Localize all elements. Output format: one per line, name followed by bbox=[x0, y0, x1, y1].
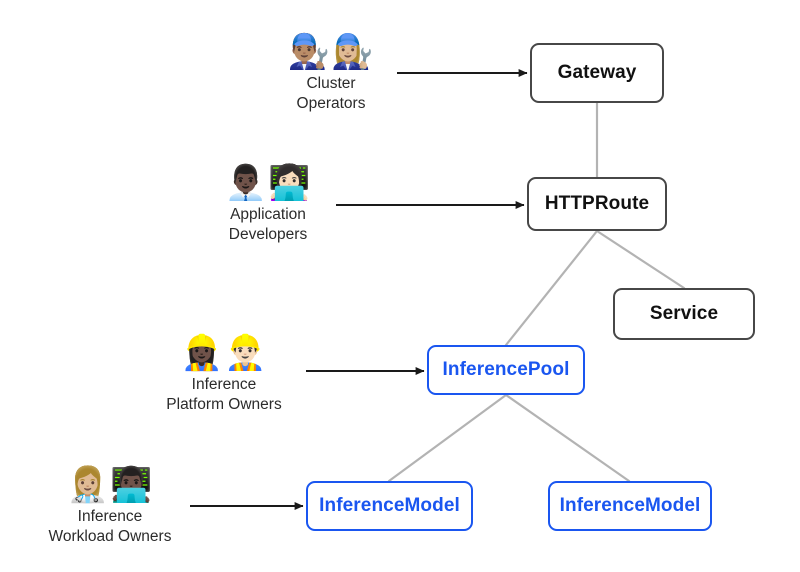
edge-httproute-inferencepool bbox=[504, 229, 599, 347]
node-label: Service bbox=[649, 302, 719, 324]
node-gateway[interactable]: Gateway bbox=[530, 43, 664, 103]
persona-cluster-operators: 👨🏽‍🔧👩🏼‍🔧Cluster Operators bbox=[271, 32, 391, 114]
persona-label: Application Developers bbox=[228, 206, 308, 243]
edge-httproute-service bbox=[595, 229, 686, 290]
node-inferencemodel-left[interactable]: InferenceModel bbox=[306, 481, 473, 531]
node-label: InferenceModel bbox=[559, 494, 701, 516]
man-mechanic-icon+woman-mechanic-icon: 👨🏽‍🔧👩🏼‍🔧 bbox=[287, 32, 375, 72]
persona-arrows bbox=[190, 69, 528, 510]
woman-construction-worker-icon+man-construction-worker-icon: 👷🏿‍♀️👷🏻‍♂️ bbox=[180, 333, 268, 373]
node-label: InferenceModel bbox=[319, 494, 460, 516]
persona-label: Inference Platform Owners bbox=[166, 376, 282, 413]
persona-inference-workload-owners: 👩🏼‍⚕️👨🏿‍💻Inference Workload Owners bbox=[34, 465, 186, 547]
persona-label: Inference Workload Owners bbox=[48, 508, 172, 545]
node-service[interactable]: Service bbox=[613, 288, 755, 340]
node-httproute[interactable]: HTTPRoute bbox=[527, 177, 667, 231]
edge-inferencepool-inferencemodel-right bbox=[504, 393, 631, 483]
node-inferencepool[interactable]: InferencePool bbox=[427, 345, 585, 395]
persona-inference-platform-owners: 👷🏿‍♀️👷🏻‍♂️Inference Platform Owners bbox=[152, 333, 296, 415]
woman-health-worker-icon+man-technologist-icon: 👩🏼‍⚕️👨🏿‍💻 bbox=[66, 465, 154, 505]
persona-label: Cluster Operators bbox=[296, 75, 366, 112]
node-label: Gateway bbox=[557, 61, 637, 83]
persona-application-developers: 👨🏿‍💼👩🏻‍💻Application Developers bbox=[206, 163, 330, 245]
man-office-worker-icon+woman-technologist-icon: 👨🏿‍💼👩🏻‍💻 bbox=[224, 163, 312, 203]
node-label: HTTPRoute bbox=[544, 192, 650, 214]
edge-inferencepool-inferencemodel-left bbox=[387, 393, 508, 483]
node-label: InferencePool bbox=[442, 358, 570, 380]
node-inferencemodel-right[interactable]: InferenceModel bbox=[548, 481, 712, 531]
